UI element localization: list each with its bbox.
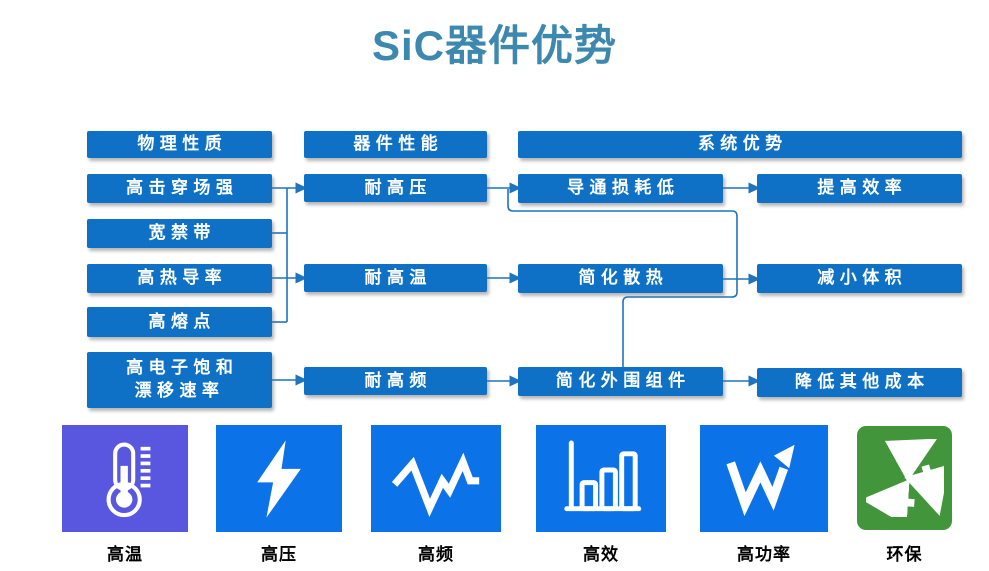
page-title: SiC器件优势	[371, 22, 617, 69]
node-wide-bandgap: 宽禁带	[87, 219, 272, 248]
tile-high-voltage	[216, 425, 342, 532]
tile-label-high-power: 高功率	[737, 545, 791, 564]
tile-label-eco-friendly: 环保	[886, 545, 923, 564]
node-simplified-cooling: 简化散热	[518, 264, 723, 293]
node-melting-point: 高熔点	[87, 307, 272, 337]
tile-high-power	[700, 425, 828, 532]
node-smaller-volume: 减小体积	[757, 264, 962, 293]
lightning-icon	[257, 439, 301, 518]
node-simplified-peripherals: 简化外围组件	[518, 367, 723, 396]
tile-label-high-efficiency: 高效	[583, 545, 619, 564]
tile-label-high-frequency: 高频	[418, 545, 454, 564]
node-higher-efficiency: 提高效率	[757, 174, 962, 203]
tile-label-high-voltage: 高压	[261, 545, 297, 564]
saturation-line2: 漂移速率	[134, 381, 225, 400]
bar-chart-icon	[564, 440, 642, 511]
header-physical-properties: 物理性质	[87, 131, 272, 158]
saturation-line1: 高电子饱和	[126, 358, 239, 378]
node-thermal-conductivity: 高热导率	[87, 264, 272, 293]
tile-high-temperature	[62, 425, 188, 532]
node-low-conduction-loss: 导通损耗低	[518, 174, 723, 203]
tile-eco-friendly	[857, 426, 952, 530]
node-lower-other-costs: 降低其他成本	[757, 368, 962, 397]
header-system-advantages: 系统优势	[518, 131, 962, 158]
node-breakdown-field-strength: 高击穿场强	[87, 174, 272, 203]
node-withstand-high-frequency: 耐高频	[304, 367, 487, 395]
node-withstand-high-temperature: 耐高温	[304, 264, 487, 292]
tile-high-frequency	[371, 425, 501, 532]
waveform-icon	[391, 452, 480, 517]
tile-high-efficiency	[536, 425, 666, 532]
tile-label-high-temperature: 高温	[107, 545, 143, 564]
node-withstand-high-voltage: 耐高压	[304, 174, 487, 202]
header-device-performance: 器件性能	[304, 131, 487, 158]
recycle-icon	[865, 439, 944, 517]
power-arrow-icon	[726, 444, 795, 516]
thermometer-icon	[106, 442, 151, 517]
node-saturation-drift-velocity: 高电子饱和 漂移速率	[87, 352, 272, 408]
